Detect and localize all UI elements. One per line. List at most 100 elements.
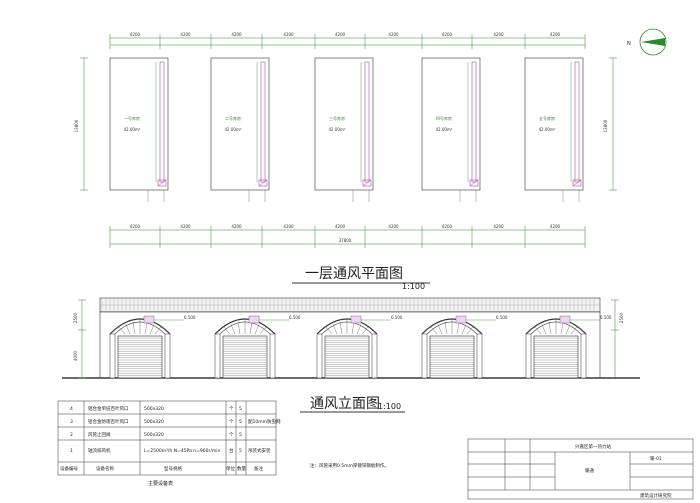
- plan-top-dimensions: [110, 37, 585, 46]
- elevation-side-dimensions: [78, 299, 619, 379]
- table-cell-spec: 500x320: [144, 419, 164, 425]
- arch-spoke: [466, 326, 474, 335]
- arch-spoke: [560, 321, 564, 335]
- table-cell-spec: L=2500m³/h N=45Pa n=960r/min: [144, 448, 220, 454]
- elevation-door: 6.500: [525, 315, 612, 379]
- arch-spoke: [541, 324, 547, 335]
- dim-label-bay: 4200: [231, 224, 242, 229]
- header-spec: 型号规格: [164, 465, 182, 472]
- arch-spoke: [570, 326, 578, 335]
- dim-label-bay: 4200: [180, 32, 191, 37]
- door-pillar-right: [269, 333, 276, 379]
- header-no: 设备编号: [60, 465, 78, 472]
- title-block-project: 兴嘉区第一热力站: [575, 443, 611, 450]
- dim-label-bay: 4200: [130, 32, 141, 37]
- arch-spoke: [230, 324, 236, 335]
- dim-label-bay: 4200: [493, 224, 504, 229]
- table-cell-qty: 5: [239, 432, 242, 438]
- header-name: 设备名称: [96, 465, 114, 472]
- room-area: 42.00m²: [124, 127, 141, 132]
- table-cell-unit: 个: [229, 419, 234, 425]
- dim-label-bay: 4200: [493, 32, 504, 37]
- dim-label-bay: 4200: [180, 224, 191, 229]
- arch-spoke: [565, 324, 571, 335]
- room-outline: [109, 57, 169, 191]
- arch-spoke: [332, 324, 338, 335]
- plan-view: 4200 4200 4200 4200 4200 4200 4200 4200 4200 420…: [74, 32, 617, 291]
- door-arch: [421, 318, 483, 335]
- plan-rooms: 一号库房42.00m²二号库房42.00m²三号库房42.00m²四号库房42.…: [109, 57, 584, 202]
- room-outline: [314, 57, 374, 191]
- elevation-dim-left-b: 4000: [73, 350, 78, 361]
- louver-vent: [350, 315, 362, 324]
- table-cell-qty: 5: [239, 448, 242, 454]
- arch-spoke: [118, 326, 126, 335]
- room-area: 42.00m²: [539, 127, 556, 132]
- elevation-scale: 1:100: [378, 402, 401, 411]
- plan-room: 一号库房 42.00m²: [109, 57, 169, 202]
- arch-spoke: [325, 326, 333, 335]
- room-name: 一号库房: [124, 115, 140, 121]
- plan-room: 五号库房 42.00m²: [524, 57, 584, 202]
- door-arch: [525, 318, 587, 335]
- door-pillar-right: [371, 333, 378, 379]
- arch-spoke: [351, 321, 355, 335]
- louver-vent: [455, 315, 467, 324]
- plan-room: 三号库房 42.00m²: [314, 57, 374, 202]
- elevation-brick-pattern: [100, 299, 600, 311]
- arch-spoke: [361, 326, 369, 335]
- level-mark: 6.500: [184, 315, 196, 320]
- table-cell-no: 3: [70, 419, 73, 425]
- dim-label-bay: 4200: [550, 224, 561, 229]
- door-pillar-right: [164, 333, 171, 379]
- louver-vent: [559, 315, 571, 324]
- fan-cross: [362, 179, 372, 187]
- dim-label-bay: 4200: [335, 32, 346, 37]
- level-mark: 6.500: [391, 315, 403, 320]
- table-cell-unit: 个: [229, 406, 234, 412]
- arch-spoke: [444, 321, 448, 335]
- table-cell-name: 铝合金单层百叶风口: [88, 405, 129, 412]
- arch-spoke: [249, 321, 253, 335]
- title-block: 兴嘉区第一热力站 暖通 暖-01 建筑设计研究院: [467, 438, 694, 500]
- title-block-drawing-no: 暖-01: [650, 455, 662, 462]
- plan-scale: 1:100: [402, 282, 425, 291]
- door-pillar-left: [316, 333, 323, 379]
- level-mark: 6.500: [496, 315, 508, 320]
- fan-box: [258, 179, 268, 187]
- arch-spoke: [259, 326, 267, 335]
- dim-label-bay: 4200: [388, 224, 399, 229]
- table-cell-name: 风管止回阀: [88, 431, 111, 438]
- duct-riser: [159, 61, 165, 183]
- door-arch: [316, 318, 378, 335]
- plan-total-length: 37800: [339, 238, 352, 243]
- door-pillar-left: [214, 333, 221, 379]
- elevation-door: 6.500: [316, 315, 403, 379]
- arch-spoke: [223, 326, 231, 335]
- dim-label-bay: 4200: [283, 224, 294, 229]
- table-cell-unit: 个: [229, 432, 234, 438]
- room-name: 三号库房: [329, 115, 345, 121]
- duct-riser: [260, 61, 266, 183]
- door-pillar-left: [525, 333, 532, 379]
- dim-label-bay: 4200: [335, 224, 346, 229]
- header-qty: 数量: [237, 465, 246, 472]
- table-cell-no: 2: [70, 432, 73, 438]
- door-arch: [109, 318, 171, 335]
- room-name: 五号库房: [539, 115, 555, 121]
- room-name: 四号库房: [436, 115, 452, 121]
- room-area: 42.00m²: [225, 127, 242, 132]
- level-mark: 6.500: [289, 315, 301, 320]
- louver-vent: [143, 315, 155, 324]
- header-note: 备注: [254, 465, 263, 472]
- room-area: 42.00m²: [329, 127, 346, 132]
- north-arrow-icon: N: [627, 28, 667, 56]
- louver-vent: [248, 315, 260, 324]
- plan-depth-left: 13800: [74, 119, 79, 132]
- door-pillar-left: [109, 333, 116, 379]
- table-cell-no: 4: [70, 406, 73, 412]
- room-outline: [210, 57, 270, 191]
